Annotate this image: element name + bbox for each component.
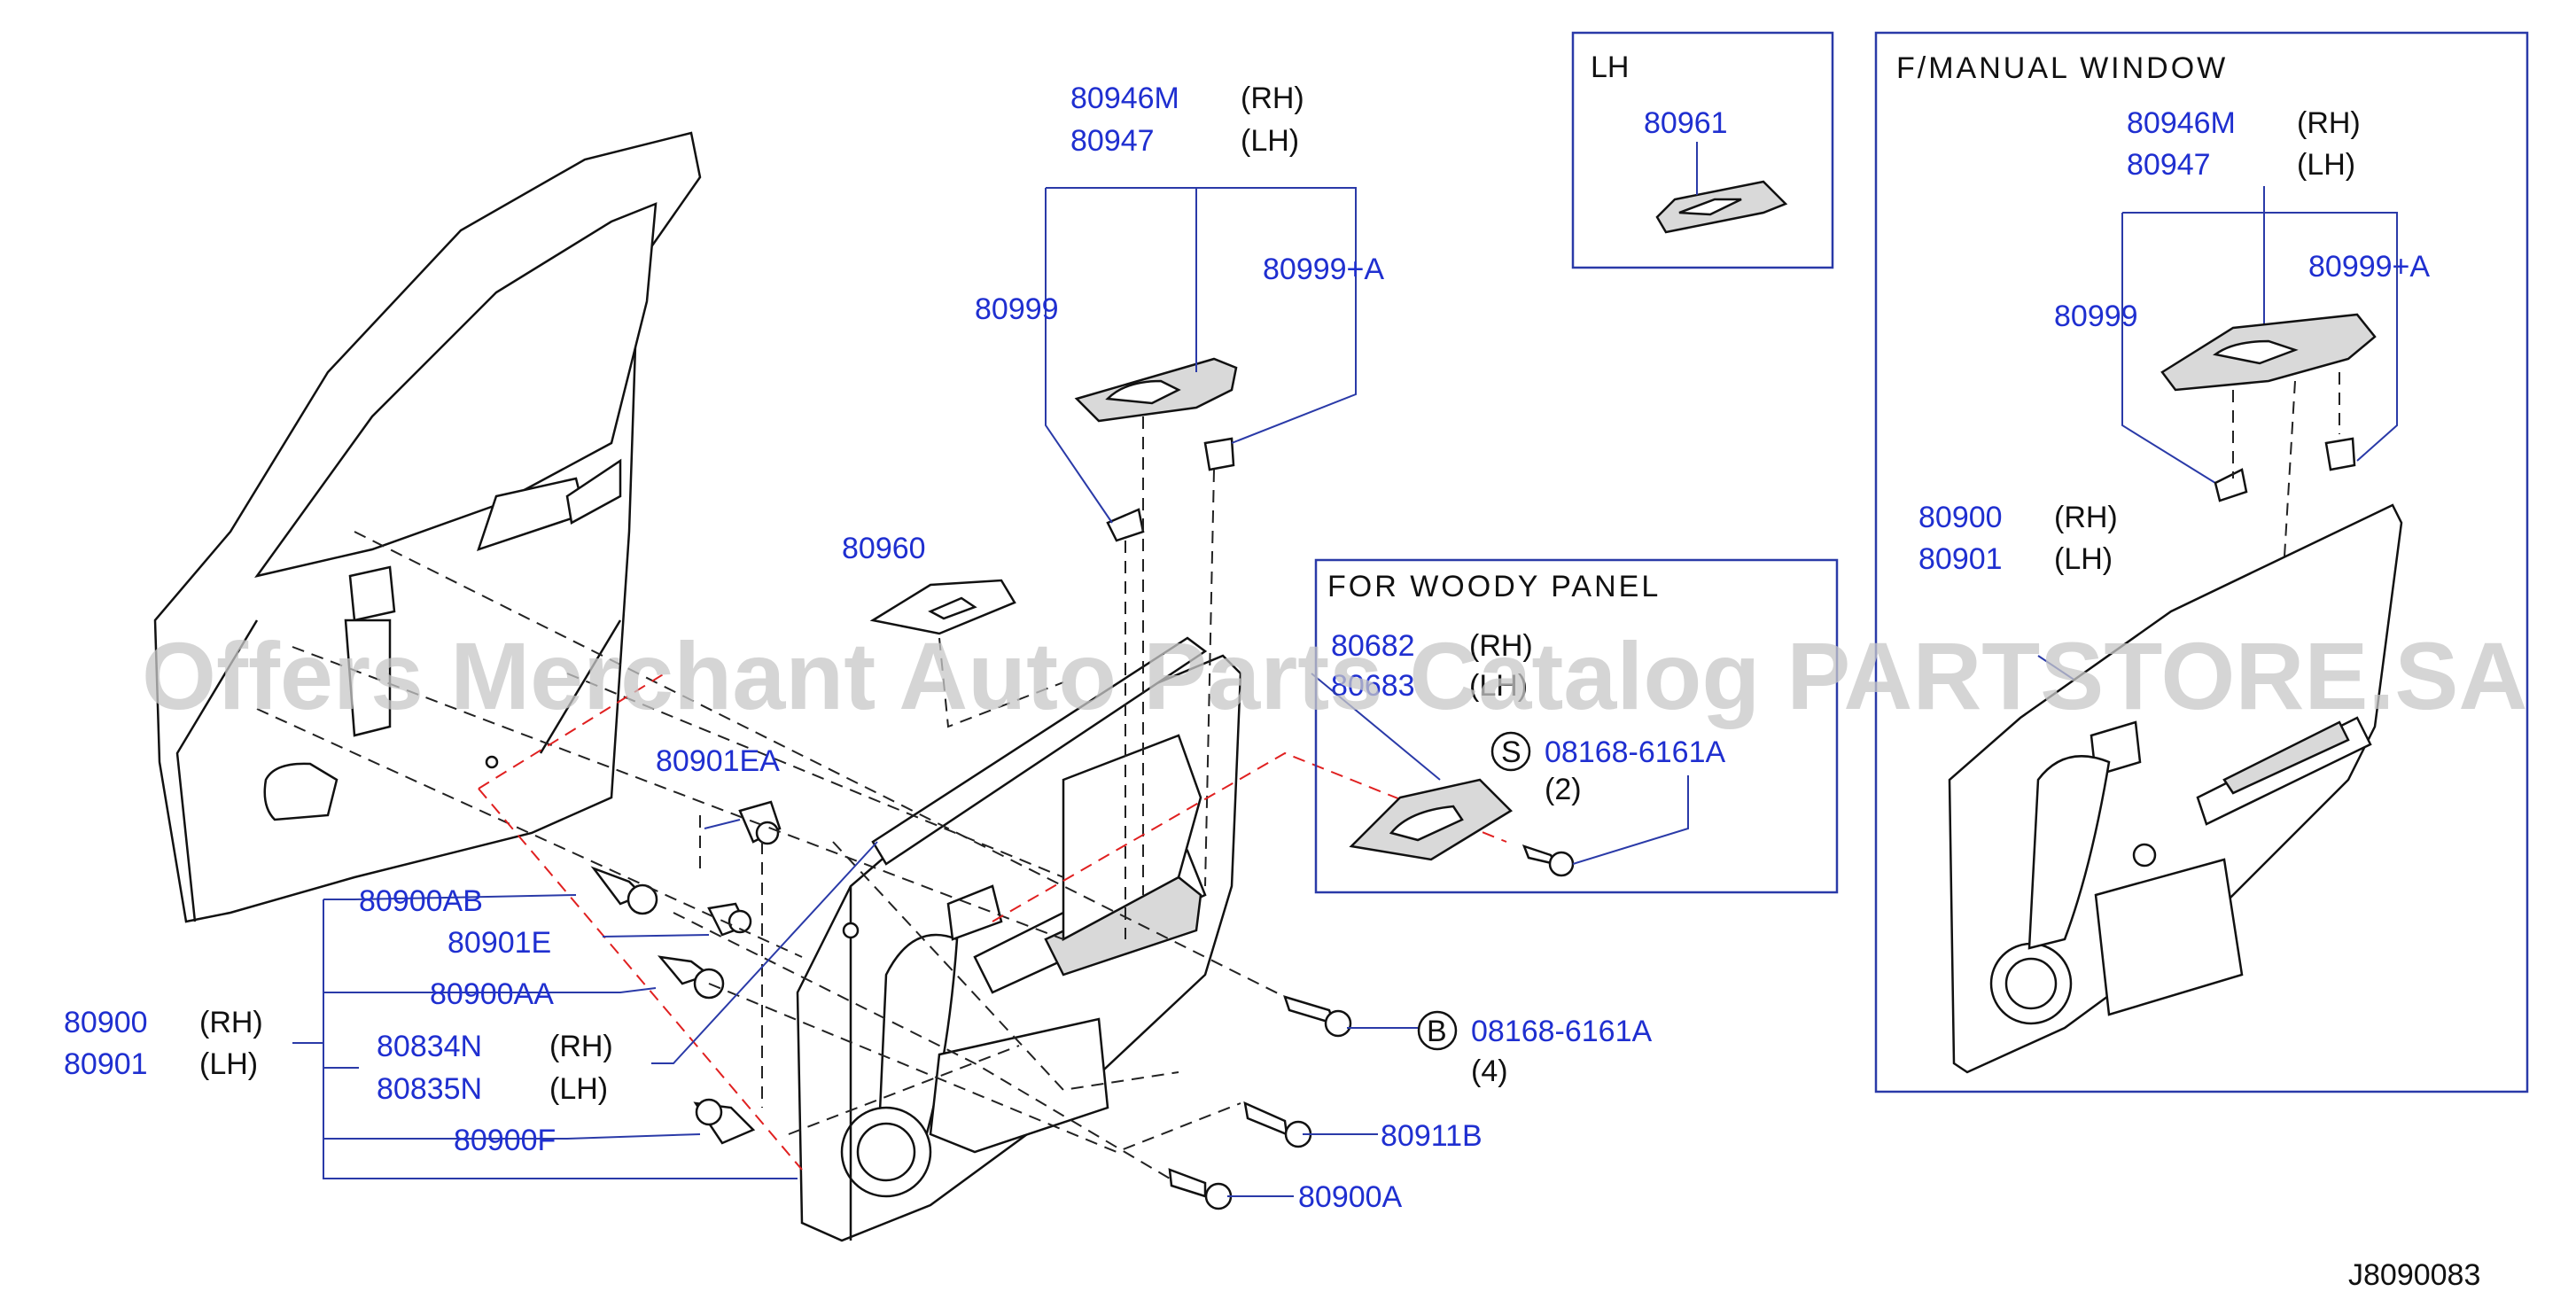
manual-clip-80999-drawing — [2214, 468, 2248, 502]
inset-manual-part-80900: 80900 — [1918, 501, 2003, 534]
callout-80947-side: (LH) — [1241, 124, 1299, 158]
inset-woody-title: FOR WOODY PANEL — [1327, 570, 1661, 603]
callout-08168-6161A: 08168-6161A — [1471, 1015, 1653, 1048]
callout-80900AB: 80900AB — [359, 884, 483, 918]
callout-08168-qty: (4) — [1471, 1054, 1508, 1088]
callout-80835N-side: (LH) — [549, 1072, 608, 1106]
clip-80900AB-drawing — [590, 866, 658, 915]
inset-manual-window: F/MANUAL WINDOW 80946M (RH) 80947 (LH) 8… — [1874, 31, 2529, 1093]
inset-manual-part-80901: 80901 — [1918, 542, 2003, 576]
inset-woody-frame — [1314, 558, 1839, 894]
door-shell-drawing — [153, 131, 702, 923]
callout-80901: 80901 — [64, 1047, 148, 1081]
symbol-s: S — [1501, 735, 1521, 769]
inset-woody-part-80683-side: (LH) — [1469, 669, 1528, 703]
manual-clip-80999A-drawing — [2324, 437, 2356, 471]
callout-80900F: 80900F — [454, 1124, 556, 1157]
inset-manual-part-80901-side: (LH) — [2054, 542, 2113, 576]
callout-80835N: 80835N — [377, 1072, 482, 1106]
callout-80946M-side: (RH) — [1241, 82, 1304, 115]
callout-80911B: 80911B — [1381, 1119, 1483, 1153]
clip-80900AA-drawing — [657, 955, 725, 1000]
clip-80999-drawing — [1106, 508, 1145, 542]
inset-manual-part-80946M: 80946M — [2127, 106, 2236, 140]
inset-manual-part-80999: 80999 — [2054, 300, 2138, 333]
inset-lh-title: LH — [1591, 51, 1629, 84]
door-trim-panel-drawing — [796, 636, 1242, 1242]
callout-80900: 80900 — [64, 1006, 148, 1039]
inset-woody-part-80683: 80683 — [1331, 669, 1415, 703]
inset-manual-part-80947: 80947 — [2127, 148, 2211, 182]
clip-80901EA-drawing — [738, 800, 782, 845]
screw-80911B-drawing — [1243, 1101, 1312, 1148]
inset-lh-frame — [1571, 31, 1834, 269]
inset-lh: LH 80961 — [1571, 31, 1834, 269]
inset-manual-part-80900-side: (RH) — [2054, 501, 2118, 534]
switch-bezel-drawing — [1074, 357, 1238, 423]
callout-80900-side: (RH) — [199, 1006, 263, 1039]
callout-80947: 80947 — [1070, 124, 1155, 158]
symbol-s-circle — [1490, 731, 1531, 772]
callout-80834N: 80834N — [377, 1030, 482, 1063]
inset-woody-panel: FOR WOODY PANEL 80682 (RH) 80683 (LH) S … — [1311, 558, 1839, 894]
clip-80901E-drawing — [707, 902, 752, 937]
callout-80901E: 80901E — [447, 926, 551, 960]
callout-80901-side: (LH) — [199, 1047, 258, 1081]
inset-manual-part-80947-side: (LH) — [2297, 148, 2355, 182]
clip-80900F-drawing — [693, 1098, 756, 1145]
inset-manual-title: F/MANUAL WINDOW — [1896, 51, 2228, 85]
watermark-text: Offers Merchant Auto Parts Catalog PARTS… — [142, 622, 2527, 729]
inset-manual-frame — [1874, 31, 2529, 1093]
bezel-80960-drawing — [869, 579, 1016, 635]
inset-woody-part-80682: 80682 — [1331, 629, 1415, 663]
callout-80901EA: 80901EA — [656, 744, 780, 778]
callout-80960: 80960 — [842, 532, 926, 565]
inset-manual-part-80999A: 80999+A — [2308, 250, 2430, 284]
callout-80900AA: 80900AA — [430, 977, 554, 1011]
assembly-dashed-lines — [256, 416, 1286, 1179]
screw-08168-drawing — [1283, 995, 1352, 1038]
screw-80900A-drawing — [1168, 1168, 1233, 1210]
clip-80999A-drawing — [1203, 437, 1235, 471]
diagram-code: J8090083 — [2348, 1258, 2480, 1292]
callout-80834N-side: (RH) — [549, 1030, 613, 1063]
callout-80999A: 80999+A — [1263, 253, 1384, 286]
inset-woody-qty: (2) — [1545, 773, 1582, 806]
callout-80946M: 80946M — [1070, 82, 1179, 115]
callout-80900A: 80900A — [1298, 1180, 1403, 1214]
callout-80999: 80999 — [975, 292, 1059, 326]
inset-manual-part-80946M-side: (RH) — [2297, 106, 2361, 140]
symbol-b: B — [1427, 1015, 1447, 1048]
symbol-b-circle — [1417, 1010, 1458, 1051]
main-callouts: 80946M (RH) 80947 (LH) 80999 80999+A 809… — [64, 82, 1653, 1214]
leader-lines — [292, 187, 1418, 1197]
inset-lh-part: 80961 — [1644, 106, 1728, 140]
inset-woody-screw: 08168-6161A — [1545, 735, 1726, 769]
inset-woody-part-80682-side: (RH) — [1469, 629, 1533, 663]
